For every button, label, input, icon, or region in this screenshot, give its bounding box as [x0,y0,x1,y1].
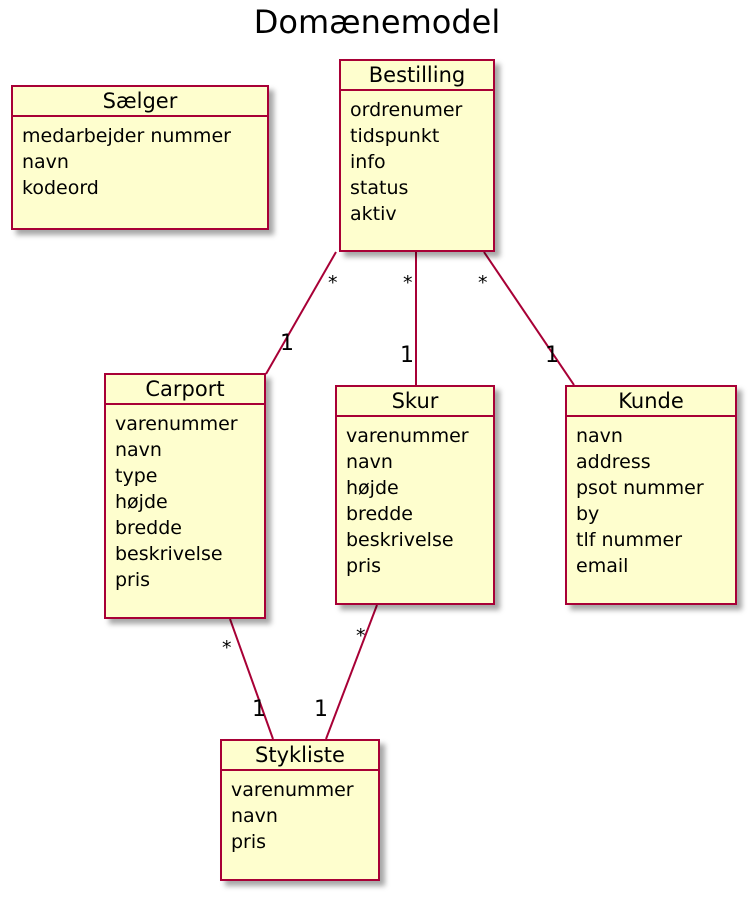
entity-stykliste[interactable]: Stykliste varenummer navn pris [220,739,380,881]
entity-name: Sælger [13,87,267,117]
entity-attribute: højde [115,491,168,513]
entity-name: Stykliste [222,741,378,771]
entity-attribute: tidspunkt [350,125,440,147]
entity-attribute: navn [576,425,623,447]
entity-attribute: navn [115,439,162,461]
multiplicity-skur-stykliste-to: 1 [314,697,328,722]
entity-attribute: navn [22,151,69,173]
entity-attribute: navn [346,451,393,473]
relation-line-skur-stykliste [325,604,378,740]
entity-attribute: navn [231,805,278,827]
relation-line-bestilling-kunde [483,251,575,386]
relation-line-carport-stykliste [229,618,274,740]
multiplicity-skur-stykliste-from: * [356,625,366,647]
entity-attribute: ordrenumer [350,99,463,121]
multiplicity-bestilling-carport-from: * [328,272,338,294]
multiplicity-bestilling-skur-from: * [403,272,413,294]
entity-attribute: info [350,151,386,173]
entity-attribute: beskrivelse [346,529,454,551]
entity-attribute: pris [115,569,151,591]
diagram-title: Domænemodel [253,3,501,41]
entity-attribute: kodeord [22,177,99,199]
entity-attribute: bredde [346,503,413,525]
entity-attribute: pris [346,555,382,577]
entity-attribute: email [576,555,629,577]
entity-attribute: psot nummer [576,477,704,499]
multiplicity-carport-stykliste-to: 1 [252,697,266,722]
entity-attribute: tlf nummer [576,529,683,551]
relation-line-bestilling-carport [265,251,337,375]
entity-kunde[interactable]: Kunde navn address psot nummer by tlf nu… [565,385,737,605]
entity-attribute: varenummer [231,779,354,801]
entity-attribute: aktiv [350,203,397,225]
multiplicity-bestilling-kunde-to: 1 [545,343,559,368]
multiplicity-bestilling-kunde-from: * [478,272,488,294]
entity-name: Skur [337,387,493,417]
entity-attribute: bredde [115,517,182,539]
entity-attribute: højde [346,477,399,499]
entity-attribute: varenummer [346,425,469,447]
entity-attribute: status [350,177,409,199]
multiplicity-bestilling-skur-to: 1 [400,343,414,368]
entity-attribute: pris [231,831,267,853]
entity-name: Bestilling [341,61,493,91]
entity-skur[interactable]: Skur varenummer navn højde bredde beskri… [335,385,495,605]
entity-saelger[interactable]: Sælger medarbejder nummer navn kodeord [11,85,269,230]
entity-attribute: varenummer [115,413,238,435]
entity-attribute: beskrivelse [115,543,223,565]
entity-attribute: type [115,465,158,487]
multiplicity-bestilling-carport-to: 1 [280,331,294,356]
entity-name: Kunde [567,387,735,417]
entity-bestilling[interactable]: Bestilling ordrenumer tidspunkt info sta… [339,59,495,252]
entity-carport[interactable]: Carport varenummer navn type højde bredd… [104,373,266,619]
entity-attribute: by [576,503,600,525]
entity-name: Carport [106,375,264,405]
entity-attribute: medarbejder nummer [22,125,231,147]
entity-attribute: address [576,451,651,473]
multiplicity-carport-stykliste-from: * [222,637,232,659]
